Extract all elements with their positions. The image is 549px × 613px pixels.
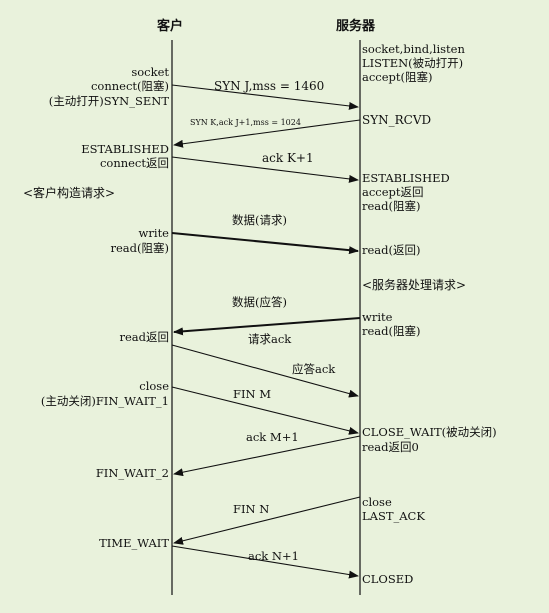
server-syn-rcvd: SYN_RCVD bbox=[362, 113, 432, 127]
label-data-request: 数据(请求) bbox=[232, 213, 287, 227]
arrow-syn-ack bbox=[173, 119, 361, 148]
arrow-data-reply bbox=[173, 317, 361, 336]
label-syn: SYN J,mss = 1460 bbox=[214, 79, 325, 93]
server-read-return: read(返回) bbox=[362, 243, 421, 257]
server-header: 服务器 bbox=[336, 19, 376, 34]
client-construct-request: <客户构造请求> bbox=[23, 186, 116, 200]
client-connect-block: connect(阻塞) bbox=[90, 79, 169, 93]
arrow-syn bbox=[171, 84, 359, 110]
client-close: close bbox=[139, 379, 169, 393]
server-write: write bbox=[362, 310, 393, 324]
client-fin-wait-1: (主动关闭)FIN_WAIT_1 bbox=[40, 394, 169, 408]
server-last-ack: LAST_ACK bbox=[362, 509, 425, 523]
label-ack-k: ack K+1 bbox=[262, 151, 314, 165]
server-accept-block: accept(阻塞) bbox=[362, 70, 433, 84]
client-connect-return: connect返回 bbox=[99, 156, 169, 170]
server-read-return-0: read返回0 bbox=[362, 440, 419, 454]
server-read-block: read(阻塞) bbox=[362, 199, 421, 213]
client-fin-wait-2: FIN_WAIT_2 bbox=[95, 466, 169, 480]
arrow-ack-n bbox=[171, 545, 359, 579]
client-read-return: read返回 bbox=[119, 330, 169, 344]
client-write: write bbox=[138, 226, 169, 240]
server-socket-bind-listen: socket,bind,listen bbox=[362, 42, 465, 56]
server-close: close bbox=[362, 495, 392, 509]
server-process-request: <服务器处理请求> bbox=[362, 278, 467, 292]
arrow-ack-m bbox=[173, 435, 361, 477]
label-data-reply: 数据(应答) bbox=[232, 295, 287, 309]
label-syn-ack: SYN K,ack J+1,mss = 1024 bbox=[190, 118, 301, 127]
arrow-reply-ack bbox=[171, 344, 359, 398]
label-request-ack: 请求ack bbox=[248, 332, 292, 346]
server-close-wait: CLOSE_WAIT(被动关闭) bbox=[362, 425, 497, 439]
client-time-wait: TIME_WAIT bbox=[99, 536, 169, 550]
arrow-fin-m bbox=[171, 386, 359, 435]
label-ack-n: ack N+1 bbox=[248, 549, 299, 563]
client-header: 客户 bbox=[157, 19, 184, 34]
label-fin-n: FIN N bbox=[233, 502, 270, 516]
arrow-data-request bbox=[171, 232, 359, 255]
server-read-block-2: read(阻塞) bbox=[362, 324, 421, 338]
server-established: ESTABLISHED bbox=[362, 171, 450, 185]
client-established: ESTABLISHED bbox=[81, 142, 169, 156]
client-read-block: read(阻塞) bbox=[110, 241, 170, 255]
arrow-fin-n bbox=[173, 496, 361, 545]
label-ack-m: ack M+1 bbox=[246, 430, 299, 444]
client-syn-sent: (主动打开)SYN_SENT bbox=[48, 94, 169, 108]
server-closed: CLOSED bbox=[362, 572, 414, 586]
server-listen: LISTEN(被动打开) bbox=[362, 56, 464, 70]
label-reply-ack: 应答ack bbox=[292, 362, 336, 376]
server-accept-return: accept返回 bbox=[362, 185, 424, 199]
arrow-ack-k bbox=[171, 156, 359, 183]
client-socket: socket bbox=[131, 65, 169, 79]
label-fin-m: FIN M bbox=[233, 387, 272, 401]
